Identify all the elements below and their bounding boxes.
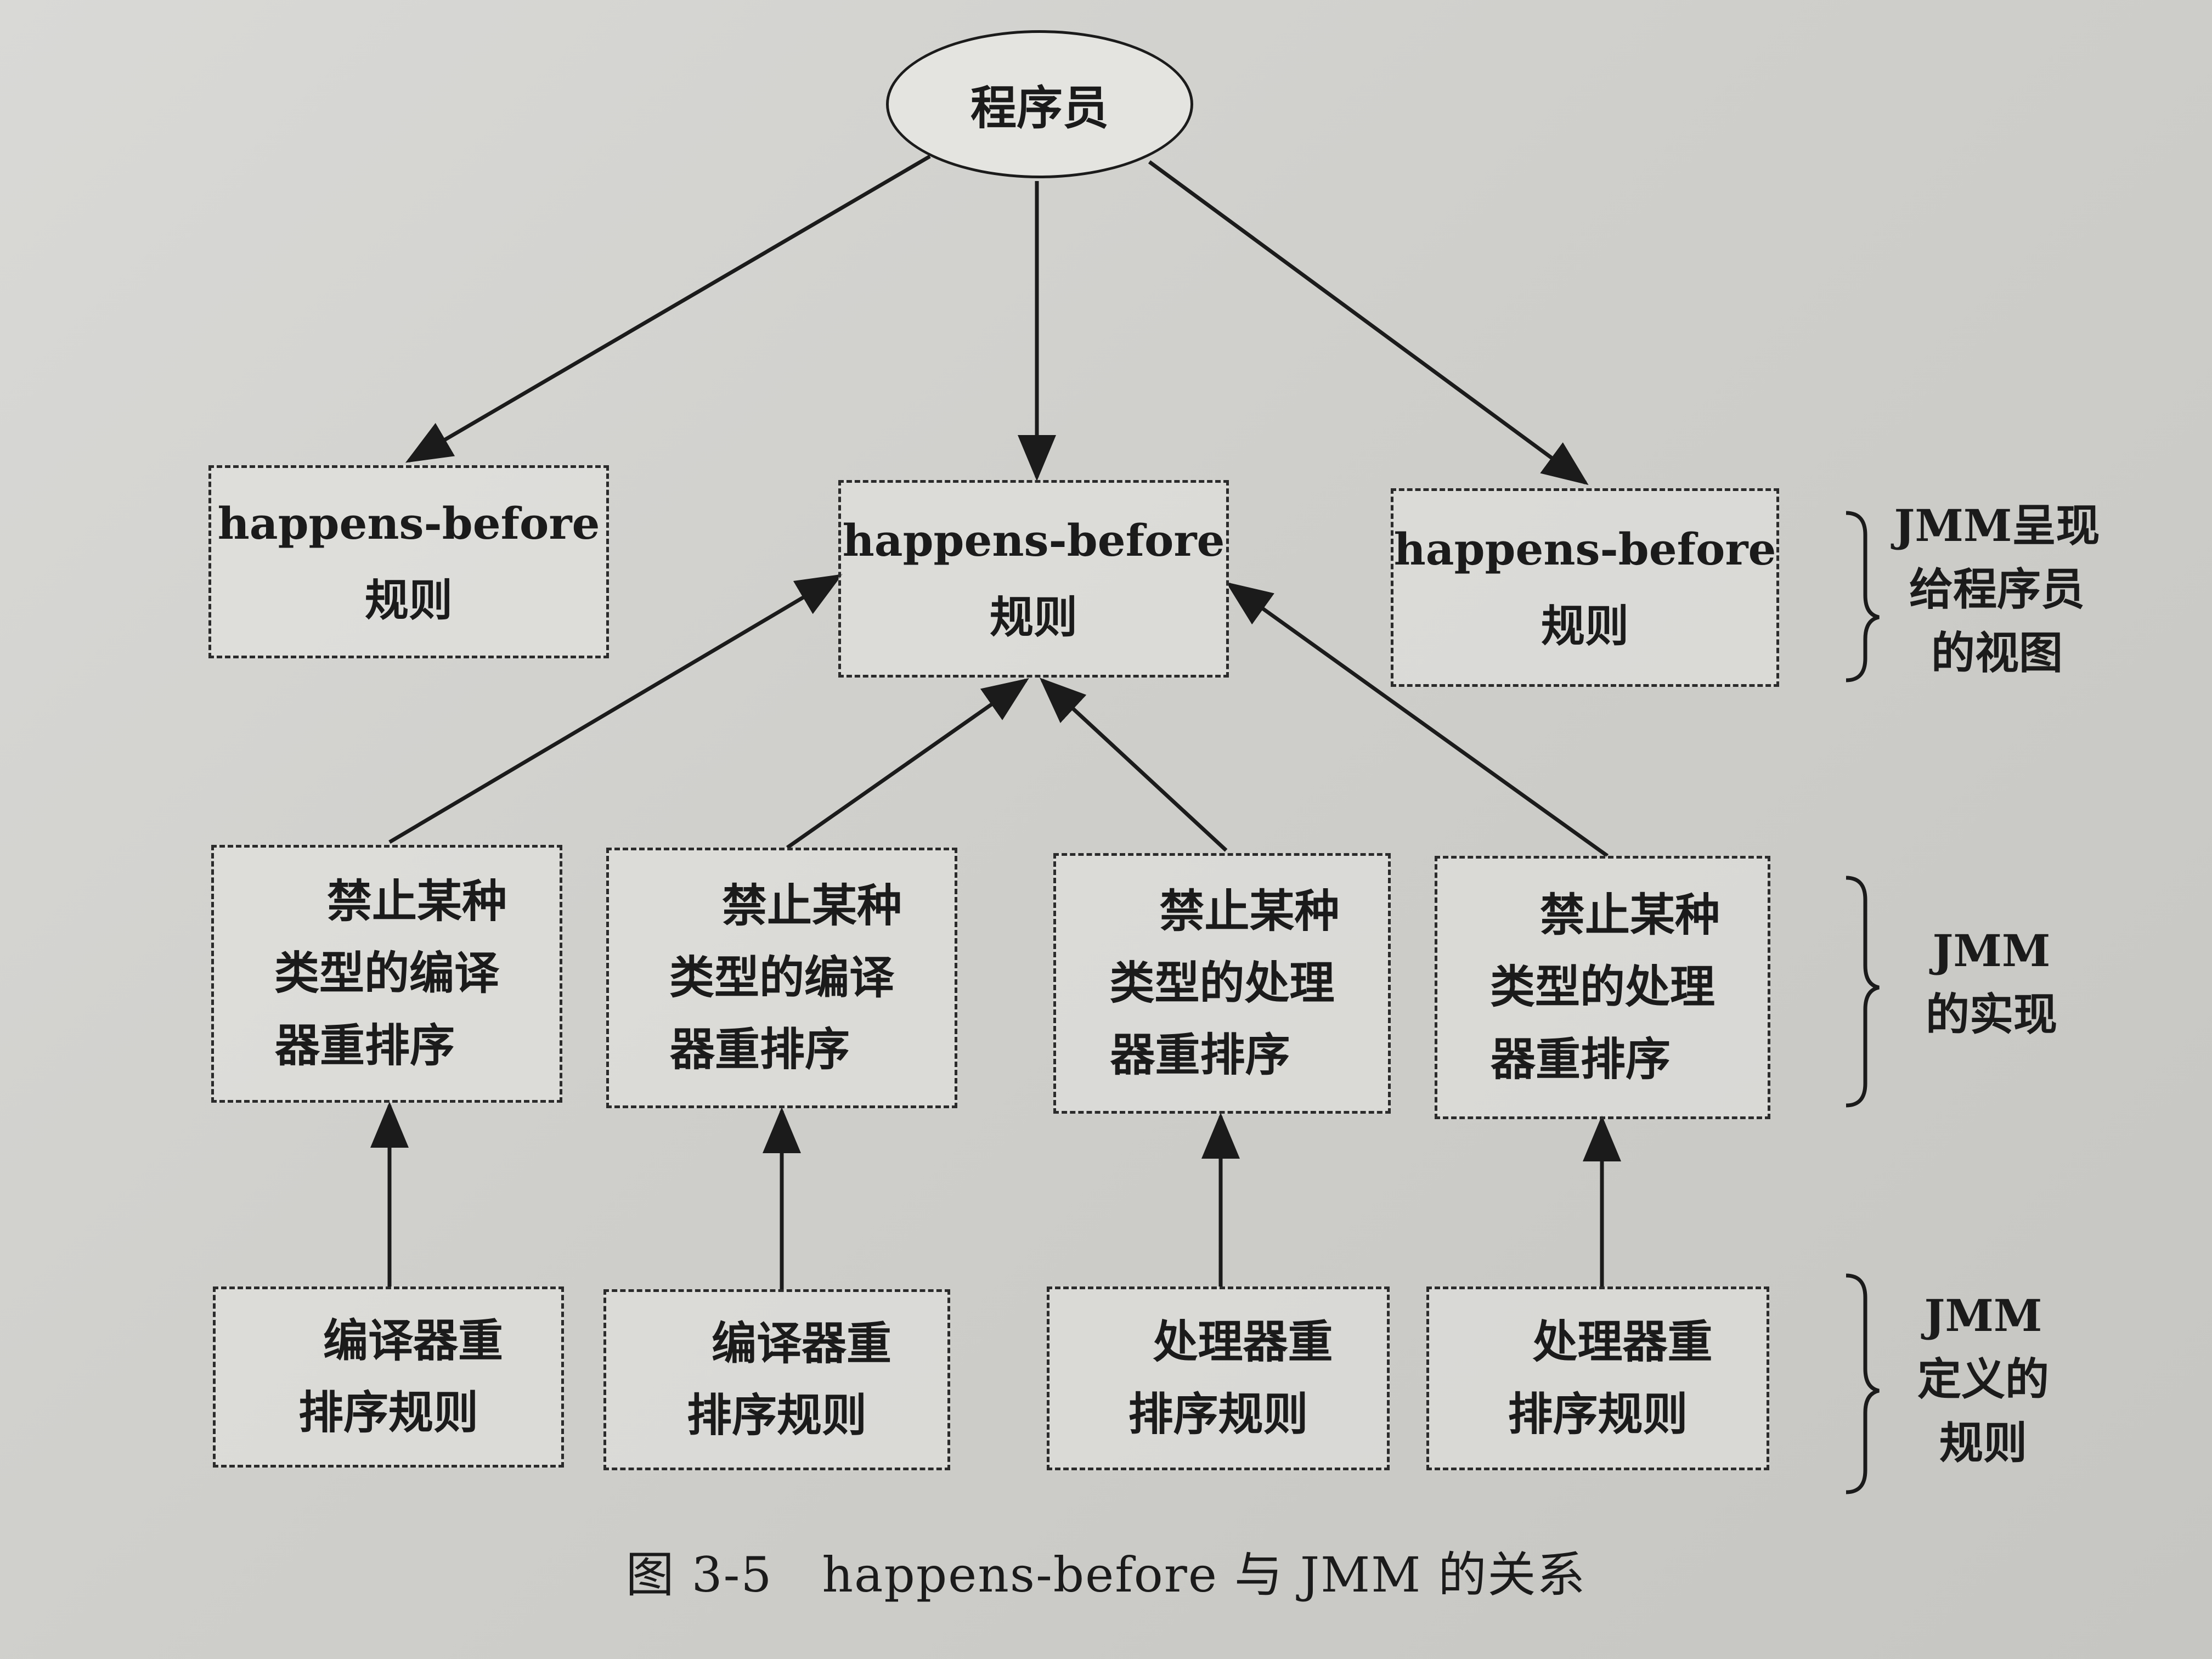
rule-line: 处理器重 xyxy=(1153,1316,1333,1369)
side-label-line: 给程序员 xyxy=(1909,563,2085,615)
hb-rule-line2: 规则 xyxy=(990,591,1077,643)
rule-line: 排序规则 xyxy=(686,1389,867,1442)
rule-box-processor-1: 处理器重 排序规则 xyxy=(1047,1286,1390,1470)
side-label-line: JMM xyxy=(1924,1290,2042,1341)
arrow-programmer-to-hb-right xyxy=(1148,160,1589,486)
impl-line: 禁止某种 xyxy=(1159,884,1340,938)
impl-box-processor-2: 禁止某种 类型的处理 器重排序 xyxy=(1435,856,1770,1119)
hb-rule-line1: happens-before xyxy=(1393,523,1776,575)
impl-line: 器重排序 xyxy=(669,1023,850,1076)
impl-line: 类型的处理 xyxy=(1489,961,1715,1014)
side-label-view: JMM呈现 给程序员 的视图 xyxy=(1887,494,2107,685)
rule-box-compiler-1: 编译器重 排序规则 xyxy=(213,1286,564,1468)
brace-defined xyxy=(1846,1273,1880,1494)
rule-box-processor-2: 处理器重 排序规则 xyxy=(1426,1286,1769,1470)
side-label-line: 的实现 xyxy=(1926,989,2057,1040)
impl-line: 类型的处理 xyxy=(1109,956,1335,1009)
side-label-line: JMM呈现 xyxy=(1894,500,2100,551)
arrow-impl2-to-hb-center xyxy=(786,678,1029,849)
hb-rule-line2: 规则 xyxy=(365,574,453,626)
impl-line: 禁止某种 xyxy=(326,875,507,928)
programmer-label: 程序员 xyxy=(970,80,1109,135)
brace-view xyxy=(1846,511,1880,682)
rule-line: 编译器重 xyxy=(323,1314,503,1367)
rule-line: 排序规则 xyxy=(1508,1387,1688,1441)
side-label-line: 规则 xyxy=(1939,1417,2027,1469)
side-label-defined: JMM 定义的 规则 xyxy=(1882,1284,2085,1475)
rule-line: 编译器重 xyxy=(711,1317,891,1370)
impl-box-processor-1: 禁止某种 类型的处理 器重排序 xyxy=(1053,853,1391,1114)
rule-line: 排序规则 xyxy=(298,1386,478,1439)
hb-rule-line2: 规则 xyxy=(1541,600,1629,652)
side-label-line: JMM xyxy=(1932,925,2051,977)
arrow-impl4-to-hb-center xyxy=(1226,582,1609,857)
rule-box-compiler-2: 编译器重 排序规则 xyxy=(603,1289,950,1470)
rule-line: 处理器重 xyxy=(1532,1316,1713,1369)
programmer-node: 程序员 xyxy=(886,30,1193,178)
arrow-impl1-to-hb-center xyxy=(388,574,843,844)
impl-line: 禁止某种 xyxy=(721,879,902,932)
side-label-impl: JMM 的实现 xyxy=(1887,919,2096,1046)
brace-impl xyxy=(1846,876,1880,1108)
hb-rule-line1: happens-before xyxy=(842,515,1225,566)
impl-box-compiler-1: 禁止某种 类型的编译 器重排序 xyxy=(211,845,562,1103)
impl-line: 类型的编译 xyxy=(669,951,894,1004)
impl-line: 禁止某种 xyxy=(1539,889,1720,942)
impl-line: 器重排序 xyxy=(274,1019,455,1072)
figure-caption: 图 3-5 happens-before 与 JMM 的关系 xyxy=(625,1547,1587,1603)
rule-line: 排序规则 xyxy=(1128,1387,1308,1441)
hb-rule-line1: happens-before xyxy=(217,498,600,549)
side-label-line: 定义的 xyxy=(1917,1353,2049,1405)
side-label-line: 的视图 xyxy=(1931,627,2063,679)
impl-line: 器重排序 xyxy=(1490,1032,1671,1086)
impl-line: 类型的编译 xyxy=(274,947,499,1000)
impl-box-compiler-2: 禁止某种 类型的编译 器重排序 xyxy=(606,848,957,1108)
hb-rule-box-right: happens-before 规则 xyxy=(1391,488,1779,687)
arrow-programmer-to-hb-left xyxy=(405,154,931,463)
arrow-impl3-to-hb-center xyxy=(1039,678,1228,852)
impl-line: 器重排序 xyxy=(1110,1029,1290,1082)
hb-rule-box-left: happens-before 规则 xyxy=(208,465,609,658)
hb-rule-box-center: happens-before 规则 xyxy=(838,480,1229,678)
